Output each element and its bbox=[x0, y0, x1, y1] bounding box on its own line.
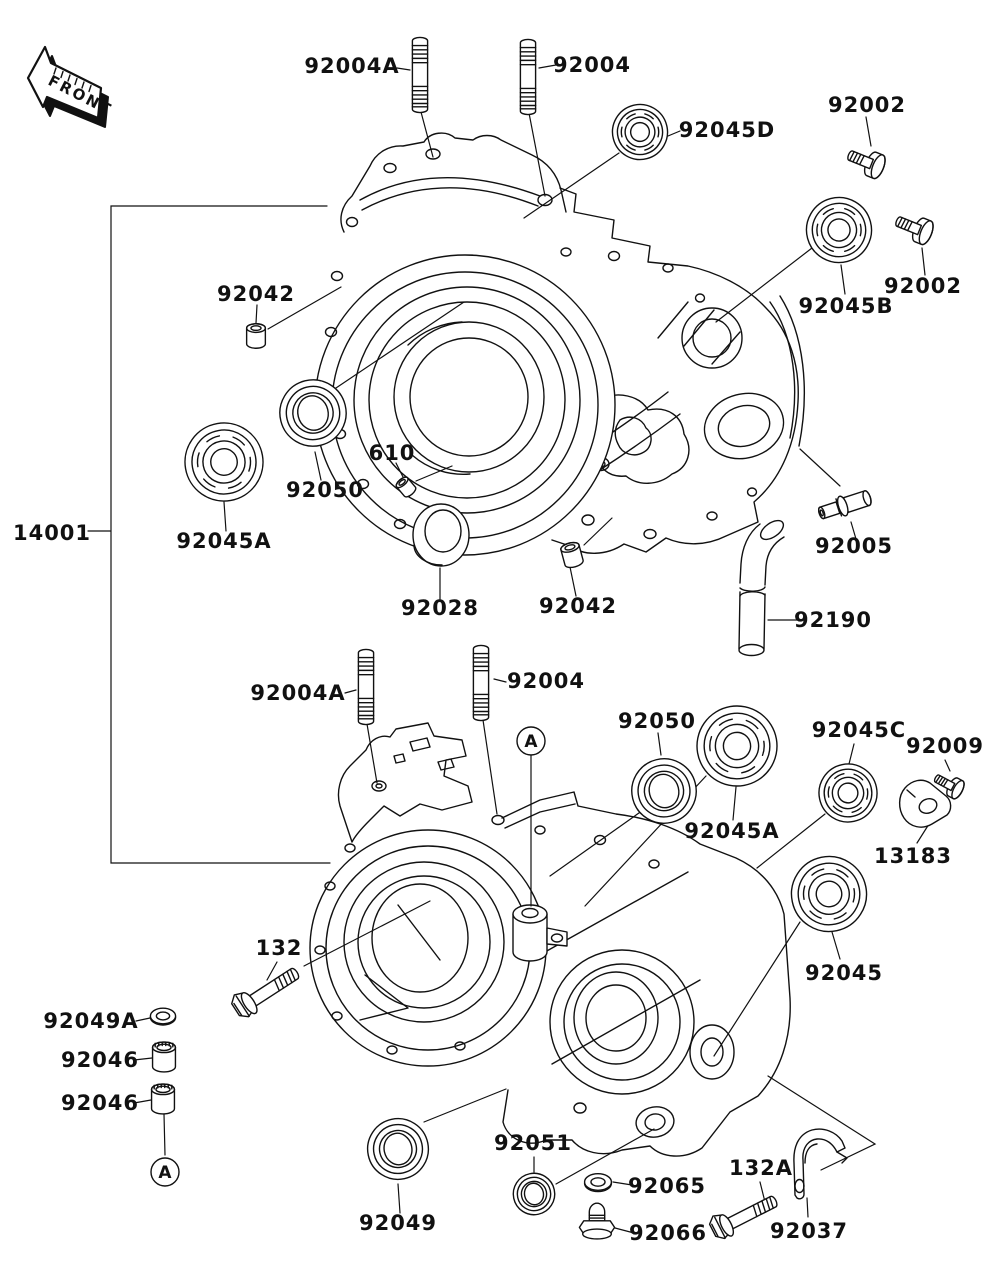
part-label-92045: 92045 bbox=[805, 961, 883, 985]
detail-marker-a-mid-label: A bbox=[524, 732, 538, 752]
part-label-92190: 92190 bbox=[794, 608, 872, 632]
washer-92065 bbox=[584, 1173, 612, 1193]
stud-92004a-lower bbox=[357, 648, 375, 726]
part-label-92065: 92065 bbox=[628, 1174, 706, 1198]
seal-92051 bbox=[509, 1169, 559, 1219]
part-label-92004-lower: 92004 bbox=[507, 669, 585, 693]
fitting-92005 bbox=[815, 486, 874, 524]
bolt-132 bbox=[227, 958, 305, 1023]
part-label-92002-right: 92002 bbox=[884, 274, 962, 298]
washer-92049a bbox=[149, 1007, 177, 1026]
bearing-92045a-lower bbox=[690, 699, 784, 793]
lower-crankcase-left-half bbox=[309, 722, 547, 1067]
lower-crankcase-right-half bbox=[491, 791, 791, 1157]
collar-92028 bbox=[412, 503, 470, 567]
part-label-132: 132 bbox=[256, 936, 303, 960]
part-label-92066: 92066 bbox=[629, 1221, 707, 1245]
part-label-610: 610 bbox=[369, 441, 416, 465]
bushing-92046-upper bbox=[151, 1041, 177, 1073]
part-label-92045b: 92045B bbox=[798, 294, 893, 318]
detail-marker-a-bottom: A bbox=[150, 1157, 180, 1187]
part-label-92004a-lower: 92004A bbox=[250, 681, 345, 705]
part-label-92004-upper: 92004 bbox=[553, 53, 631, 77]
part-label-92050-upper: 92050 bbox=[286, 478, 364, 502]
stud-92004-lower bbox=[472, 644, 490, 722]
screw-92002-right bbox=[891, 208, 937, 248]
part-label-92028: 92028 bbox=[401, 596, 479, 620]
bearing-92045d bbox=[605, 97, 675, 167]
part-label-92050-lower: 92050 bbox=[618, 709, 696, 733]
stud-92004-upper bbox=[519, 38, 537, 116]
part-label-92005: 92005 bbox=[815, 534, 893, 558]
bearing-92045a-upper bbox=[178, 416, 270, 508]
part-label-92045a-upper: 92045A bbox=[176, 529, 271, 553]
part-label-92049: 92049 bbox=[359, 1211, 437, 1235]
screw-92002-upper bbox=[843, 142, 889, 182]
bearing-92045c bbox=[813, 758, 883, 828]
stud-92004a-upper bbox=[411, 36, 429, 114]
leader-lines bbox=[87, 64, 951, 1234]
part-label-13183: 13183 bbox=[874, 844, 952, 868]
seal-92049 bbox=[361, 1112, 435, 1186]
part-label-92045a-lower: 92045A bbox=[684, 819, 779, 843]
bracket-92037 bbox=[793, 1128, 848, 1200]
part-label-92046-lower: 92046 bbox=[61, 1091, 139, 1115]
detail-marker-a-mid: A bbox=[516, 726, 546, 756]
part-label-92045d: 92045D bbox=[679, 118, 776, 142]
front-arrow: FRONT bbox=[26, 45, 116, 128]
part-label-132a: 132A bbox=[729, 1156, 793, 1180]
bearing-92045b bbox=[798, 189, 880, 271]
part-label-92004a-upper: 92004A bbox=[304, 54, 399, 78]
hose-92190 bbox=[738, 519, 785, 657]
part-label-92051: 92051 bbox=[494, 1131, 572, 1155]
plate-13183 bbox=[898, 779, 952, 828]
part-label-92046-upper: 92046 bbox=[61, 1048, 139, 1072]
bracket-14001-line bbox=[87, 205, 331, 864]
bushing-92046-lower bbox=[150, 1083, 176, 1115]
detail-marker-a-bottom-label: A bbox=[158, 1163, 172, 1183]
center-boss bbox=[512, 904, 568, 962]
part-label-14001: 14001 bbox=[13, 521, 91, 545]
part-label-92049a: 92049A bbox=[43, 1009, 138, 1033]
part-label-92009: 92009 bbox=[906, 734, 984, 758]
part-label-92002-upper: 92002 bbox=[828, 93, 906, 117]
plug-92066 bbox=[578, 1202, 616, 1240]
part-label-92045c: 92045C bbox=[812, 718, 906, 742]
part-label-92037: 92037 bbox=[770, 1219, 848, 1243]
pin-92042-left bbox=[246, 323, 266, 349]
upper-crankcase-left-half bbox=[314, 132, 616, 556]
part-label-92042-center: 92042 bbox=[539, 594, 617, 618]
part-label-92042-left: 92042 bbox=[217, 282, 295, 306]
pin-92042-center bbox=[559, 540, 585, 570]
